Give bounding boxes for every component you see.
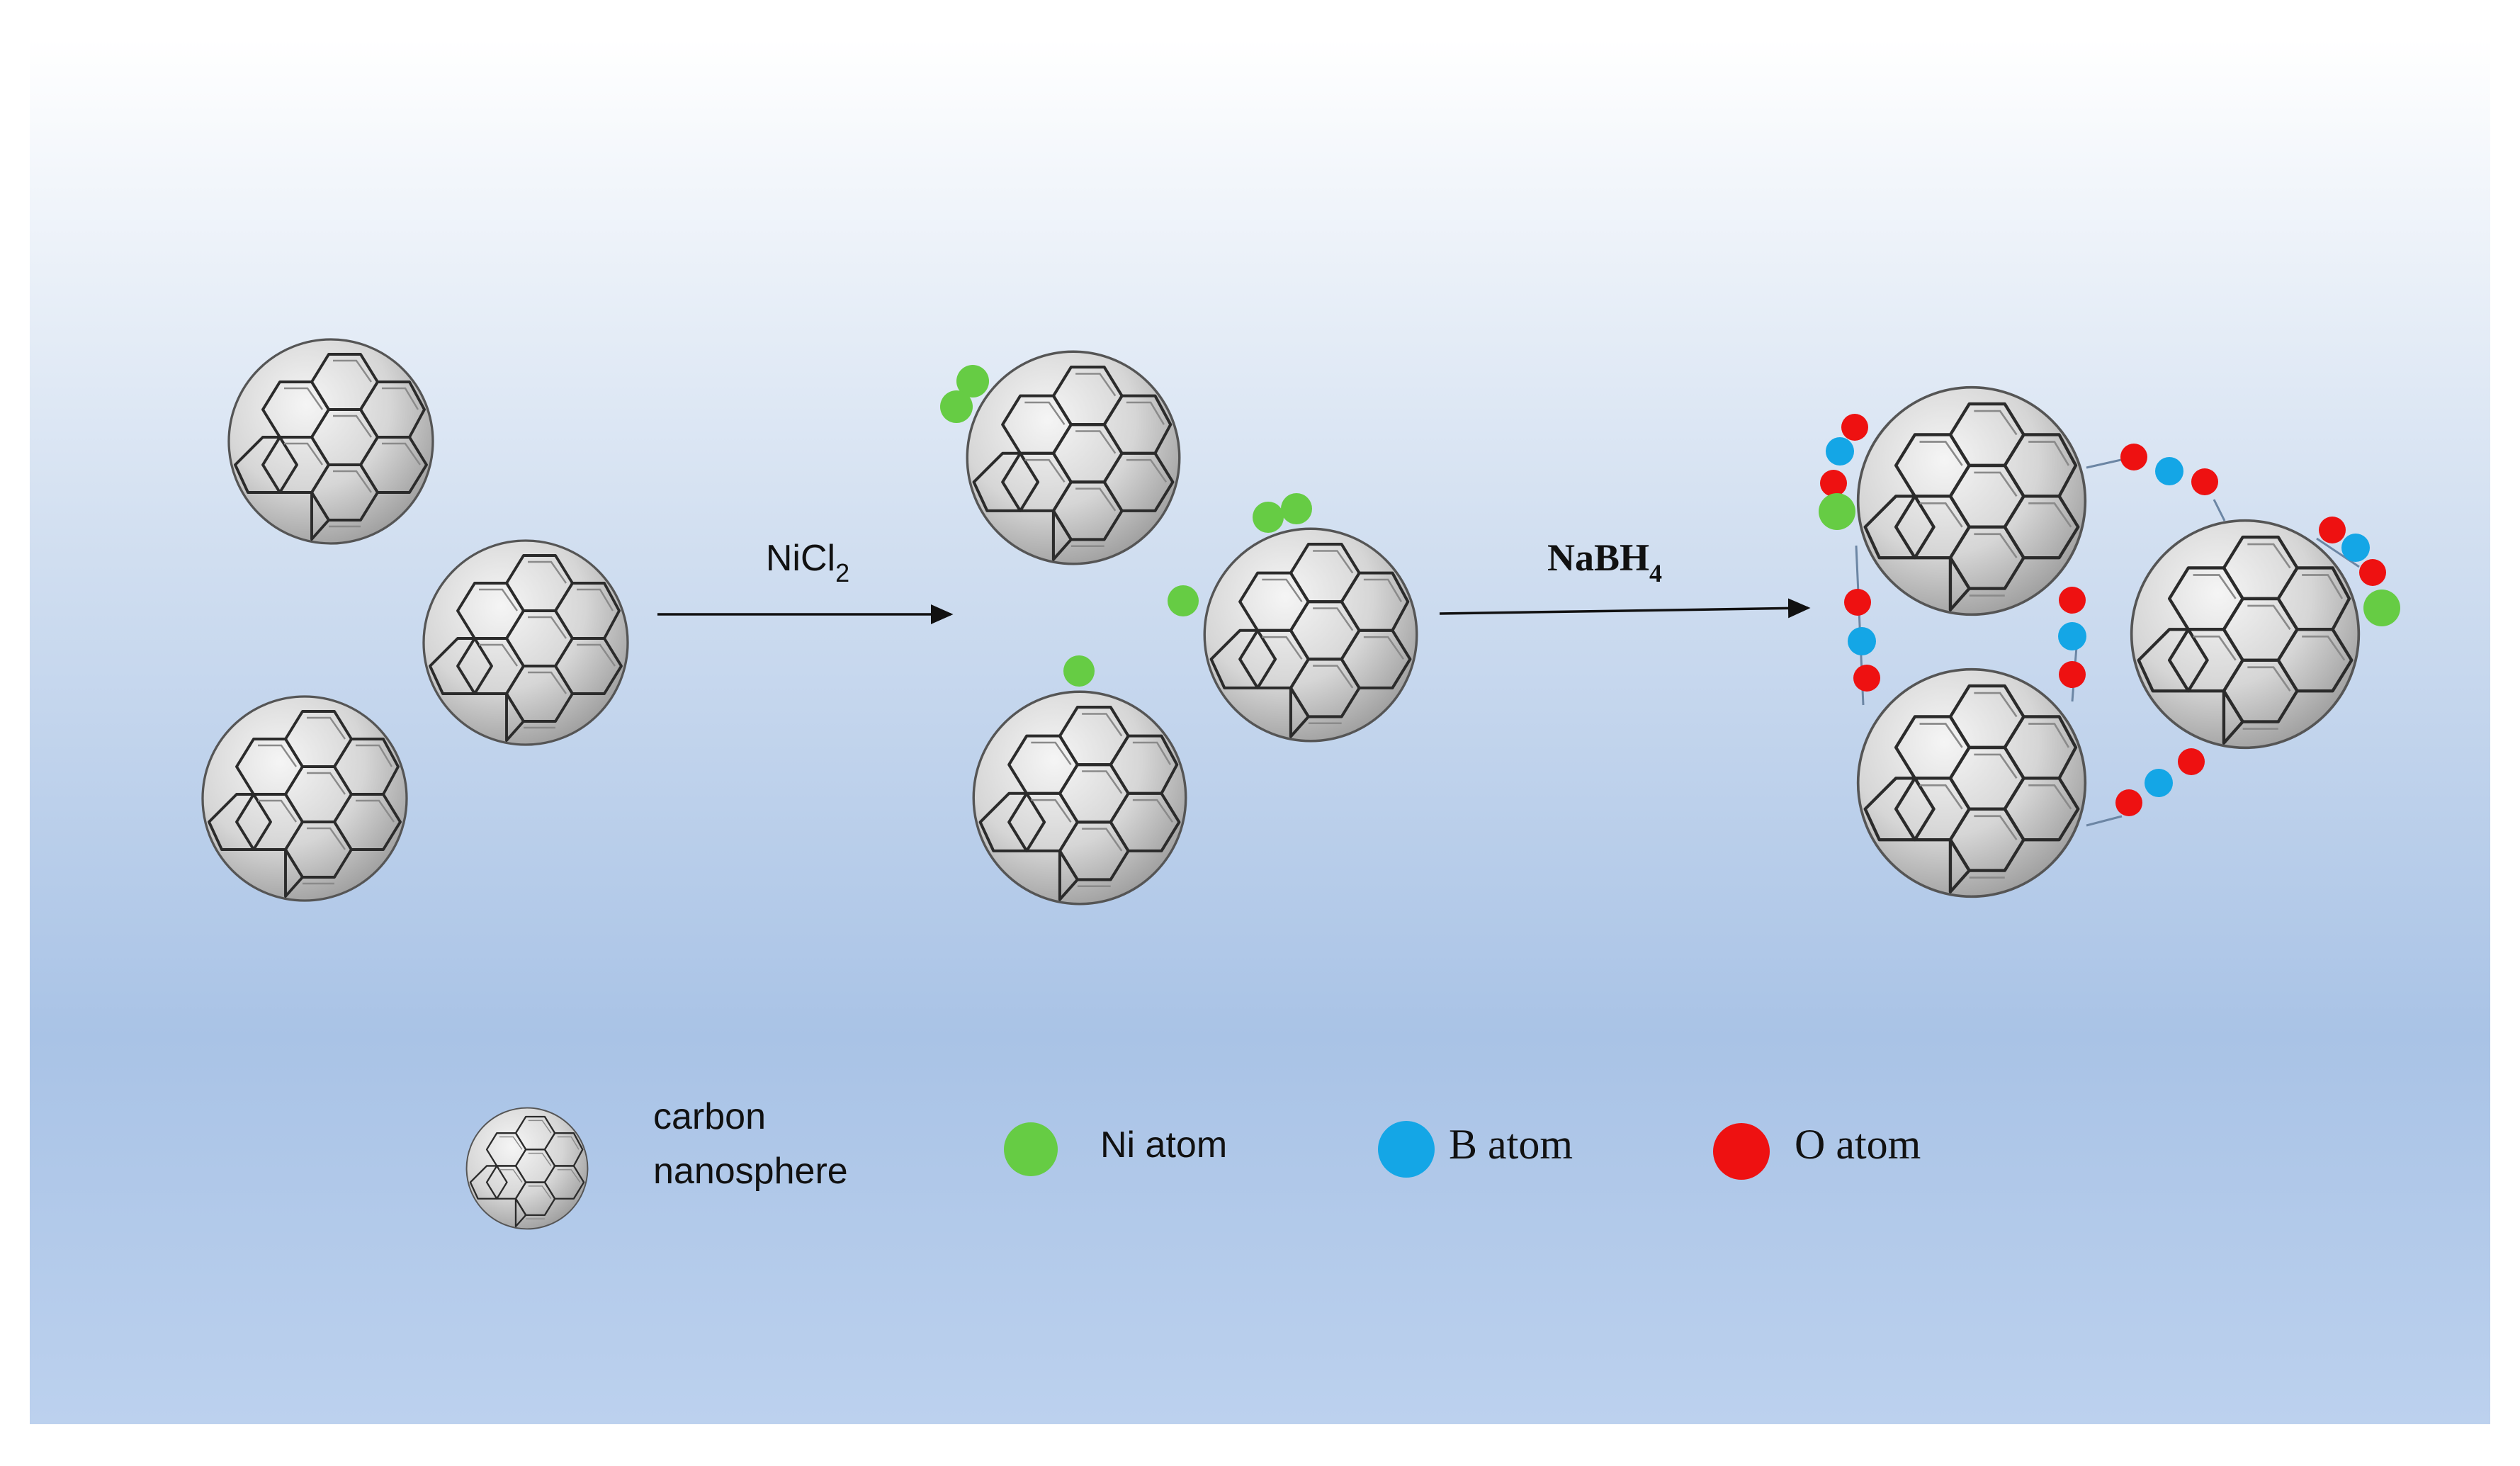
legend-item-carbon-nanosphere: carbon nanosphere [465,1096,848,1230]
link-line [2086,815,2123,827]
b-atom [2145,769,2173,797]
green-circle-icon [1004,1122,1058,1176]
ni-atom [2363,590,2400,626]
carbon-nanosphere [967,351,1180,564]
b-atom [1848,627,1876,655]
ni-atom [1168,585,1199,616]
ni-atom [956,365,989,397]
ni-atom [1063,655,1095,687]
carbon-nanosphere-icon [465,1107,589,1230]
reaction-step-nicl2: NiCl2 [657,538,954,624]
o-atom [2319,517,2346,543]
o-atom [2059,587,2086,614]
carbon-nanosphere [1858,388,2086,615]
legend-label: B atom [1449,1121,1573,1168]
o-atom [1844,589,1871,616]
ni-atom [1281,493,1312,524]
carbon-nanosphere [424,541,628,745]
o-atom [2359,559,2386,586]
legend-label: O atom [1795,1121,1921,1168]
reagent-label: NiCl2 [766,538,849,587]
stage-3-nib-network [1819,388,2400,897]
o-atom [2178,748,2205,775]
o-atom [2191,468,2218,495]
ni-atom [940,390,973,423]
red-circle-icon [1713,1123,1770,1180]
carbon-nanosphere [229,339,433,543]
reagent-label: NaBH4 [1547,536,1662,587]
legend-label: carbon [653,1096,766,1137]
legend-item-b-atom: B atom [1378,1121,1573,1178]
o-atom [2115,789,2142,816]
legend-item-o-atom: O atom [1713,1121,1921,1180]
carbon-nanosphere [973,692,1186,904]
carbon-nanosphere [1204,529,1417,741]
ni-atom [1819,493,1855,530]
background [30,39,2490,1424]
o-atom [1853,665,1880,692]
link-line [2316,537,2360,568]
carbon-nanosphere [203,697,407,901]
o-atom [1841,414,1868,441]
blue-circle-icon [1378,1121,1435,1178]
link-line [2213,499,2226,521]
legend-item-ni-atom: Ni atom [1004,1122,1227,1176]
legend-label: nanosphere [653,1151,848,1192]
reaction-arrow [1439,598,1811,619]
o-atom [2059,661,2086,688]
b-atom [2341,534,2370,562]
b-atom [1826,437,1854,466]
b-atom [2155,457,2183,485]
carbon-nanosphere [1858,670,2086,897]
o-atom [1820,470,1847,497]
b-atom [2058,622,2086,650]
o-atom [2120,444,2147,470]
ni-atom [1253,502,1284,533]
legend: carbon nanosphere Ni atom B atom O atom [465,1096,1921,1230]
carbon-nanosphere [2132,521,2359,748]
stage-2-ni-loaded [940,351,1417,904]
legend-label: Ni atom [1100,1124,1227,1166]
reaction-step-nabh4: NaBH4 [1439,536,1811,619]
